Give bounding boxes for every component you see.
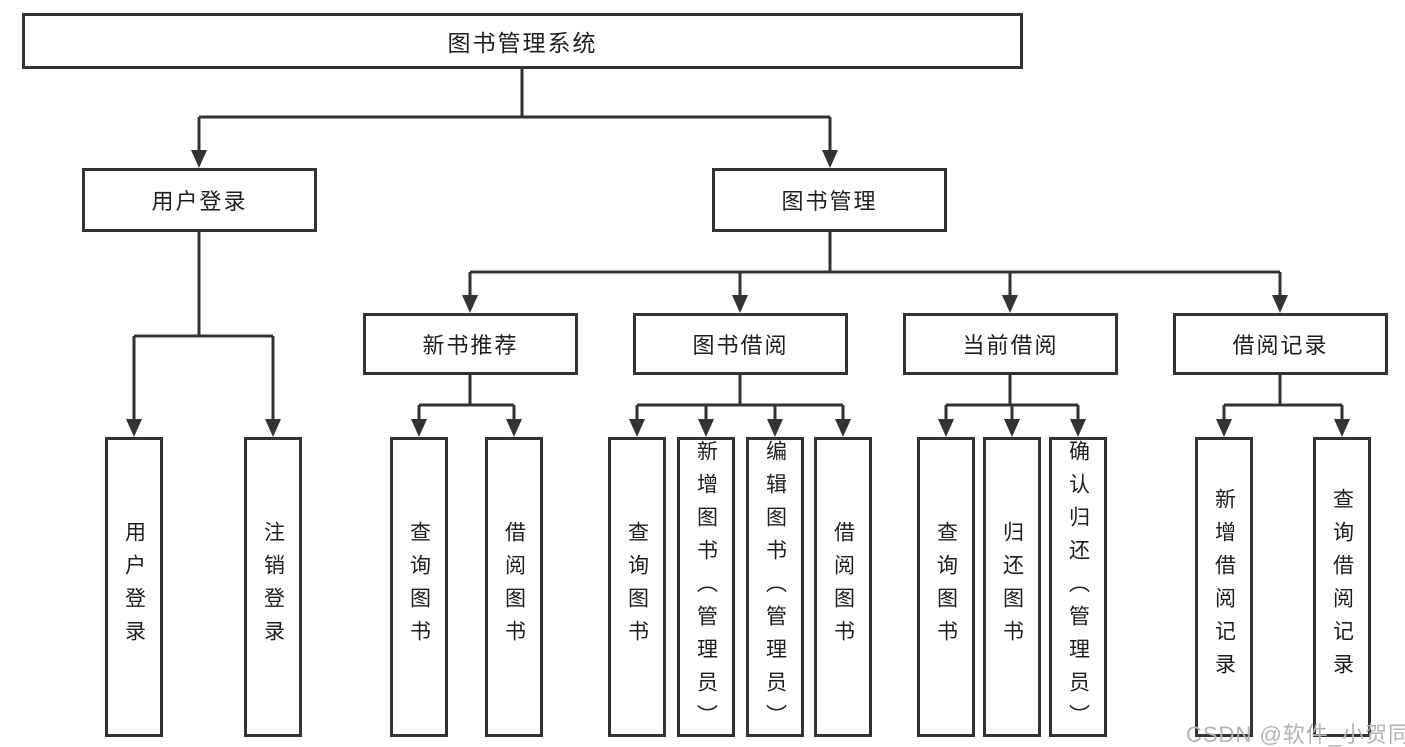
arrowhead (1002, 295, 1018, 313)
node-new-book-recommendation: 新书推荐 (363, 313, 578, 375)
connector-user-login-to-leaves (132, 232, 275, 421)
arrowhead (629, 419, 645, 437)
csdn-watermark: CSDN @软件_小贺同学 (1186, 722, 1405, 747)
arrowhead (506, 419, 522, 437)
leaf-logout: 注销登录 (244, 437, 302, 737)
leaf-records-add-borrow-record: 新增借阅记录 (1195, 437, 1253, 737)
arrowhead (732, 295, 748, 313)
arrowhead (411, 419, 427, 437)
connector-borrowing-records-to-leaves (1222, 375, 1344, 421)
arrowhead (1004, 419, 1020, 437)
connector-book-borrowing-to-leaves (635, 375, 845, 421)
connector-lines (132, 69, 1344, 421)
node-book-management: 图书管理 (712, 168, 947, 232)
connector-root-to-level2 (197, 69, 832, 152)
leaf-current-query-books: 查询图书 (917, 437, 975, 737)
arrowhead (1070, 419, 1086, 437)
leaf-recommend-borrow-books: 借阅图书 (485, 437, 543, 737)
node-current-borrowing: 当前借阅 (903, 313, 1118, 375)
arrowhead (698, 419, 714, 437)
arrowhead (822, 150, 838, 168)
arrowhead (835, 419, 851, 437)
leaf-current-confirm-return-admin: 确认归还（管理员） (1049, 437, 1107, 737)
arrowhead (462, 295, 478, 313)
leaf-borrowing-edit-books-admin: 编辑图书（管理员） (746, 437, 804, 737)
connector-new-book-recommendation-to-leaves (417, 375, 516, 421)
arrowhead (191, 150, 207, 168)
arrowhead (1272, 295, 1288, 313)
leaf-borrowing-query-books: 查询图书 (608, 437, 666, 737)
arrowhead (1334, 419, 1350, 437)
node-book-borrowing: 图书借阅 (633, 313, 848, 375)
arrowhead (1216, 419, 1232, 437)
arrowhead (265, 419, 281, 437)
arrowhead (767, 419, 783, 437)
arrowhead (938, 419, 954, 437)
leaf-records-query-borrow-record: 查询借阅记录 (1313, 437, 1371, 737)
arrowheads (126, 150, 1350, 437)
leaf-recommend-query-books: 查询图书 (390, 437, 448, 737)
connector-current-borrowing-to-leaves (944, 375, 1080, 421)
connector-book-management-to-level3 (468, 232, 1282, 299)
node-library-management-system: 图书管理系统 (22, 13, 1023, 69)
arrowhead (126, 419, 142, 437)
node-borrowing-records: 借阅记录 (1173, 313, 1388, 375)
leaf-borrowing-borrow-books: 借阅图书 (814, 437, 872, 737)
leaf-borrowing-add-books-admin: 新增图书（管理员） (677, 437, 735, 737)
node-user-login: 用户登录 (82, 168, 317, 232)
leaf-current-return-books: 归还图书 (983, 437, 1041, 737)
leaf-user-login: 用户登录 (105, 437, 163, 737)
